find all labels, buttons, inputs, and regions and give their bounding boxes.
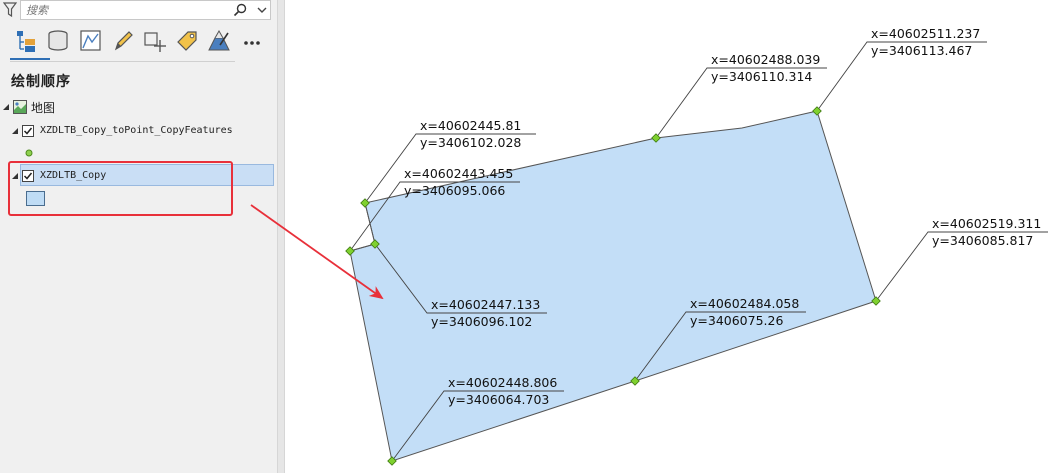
checkmark-icon xyxy=(23,127,33,135)
coord-label-x: x=40602448.806 xyxy=(448,375,557,390)
vertex-marker xyxy=(651,133,661,143)
layer-name: XZDLTB_Copy_toPoint_CopyFeatures xyxy=(40,125,233,136)
coord-label-y: y=3406085.817 xyxy=(932,233,1033,248)
coord-label-x: x=40602484.058 xyxy=(690,296,799,311)
search-icon[interactable] xyxy=(233,3,247,17)
coord-label-y: y=3406102.028 xyxy=(420,135,521,150)
vertex-marker xyxy=(812,106,822,116)
coordinate-labels: x=40602511.237 y=3406113.467 x=40602488.… xyxy=(404,26,1041,407)
active-tool-indicator xyxy=(10,58,50,60)
filter-icon[interactable] xyxy=(3,1,17,19)
coord-label-y: y=3406064.703 xyxy=(448,392,549,407)
list-by-selection-icon[interactable] xyxy=(78,28,104,54)
tree-item-map[interactable]: 地图 xyxy=(0,96,270,118)
label-leaders xyxy=(349,41,1048,462)
checkmark-icon xyxy=(23,172,33,180)
coord-label-y: y=3406095.066 xyxy=(404,183,505,198)
list-by-drawing-order-icon[interactable] xyxy=(14,28,40,54)
layer-visibility-checkbox[interactable] xyxy=(22,170,34,182)
coord-label-x: x=40602519.311 xyxy=(932,216,1041,231)
coord-label-y: y=3406113.467 xyxy=(871,43,972,58)
collapse-arrow-icon[interactable] xyxy=(11,172,19,180)
pane-splitter[interactable] xyxy=(277,0,285,473)
vertex-marker xyxy=(871,296,881,306)
search-box xyxy=(20,0,271,20)
highlight-annotation-box xyxy=(8,161,233,216)
more-icon[interactable] xyxy=(239,28,265,54)
toolbar-divider xyxy=(10,61,235,62)
layer-row-polygons[interactable]: XZDLTB_Copy xyxy=(0,164,274,186)
layer-row-points[interactable]: XZDLTB_Copy_toPoint_CopyFeatures xyxy=(0,120,270,142)
search-input[interactable] xyxy=(26,1,216,19)
coord-label-y: y=3406096.102 xyxy=(431,314,532,329)
map-icon xyxy=(13,100,27,114)
coord-label-x: x=40602445.81 xyxy=(420,118,521,133)
layer-visibility-checkbox[interactable] xyxy=(22,125,34,137)
point-symbol-icon[interactable] xyxy=(24,148,34,158)
list-by-snapping-icon[interactable] xyxy=(142,28,168,54)
selected-polygon[interactable] xyxy=(349,110,877,462)
contents-toolbar xyxy=(10,28,270,58)
search-row xyxy=(0,0,277,22)
collapse-arrow-icon[interactable] xyxy=(2,103,10,111)
map-label: 地图 xyxy=(31,101,56,115)
drawing-order-title: 绘制顺序 xyxy=(11,74,71,90)
map-view[interactable]: x=40602511.237 y=3406113.467 x=40602488.… xyxy=(286,0,1060,473)
coord-label-x: x=40602447.133 xyxy=(431,297,540,312)
vertex-marker xyxy=(387,456,397,466)
collapse-arrow-icon[interactable] xyxy=(11,127,19,135)
coord-label-x: x=40602443.455 xyxy=(404,166,513,181)
list-by-perspective-icon[interactable] xyxy=(206,28,232,54)
vertex-marker xyxy=(630,376,640,386)
layer-row-selection xyxy=(20,164,274,186)
coord-label-y: y=3406110.314 xyxy=(711,69,812,84)
coord-label-y: y=3406075.26 xyxy=(690,313,783,328)
polygon-symbol-icon[interactable] xyxy=(26,191,45,206)
list-by-data-source-icon[interactable] xyxy=(45,28,71,54)
list-by-editing-icon[interactable] xyxy=(110,28,136,54)
chevron-down-icon[interactable] xyxy=(256,5,268,15)
coord-label-x: x=40602511.237 xyxy=(871,26,980,41)
coord-label-x: x=40602488.039 xyxy=(711,52,820,67)
contents-pane: 绘制顺序 地图 XZDLTB_Copy_toPoint_CopyFeatures xyxy=(0,0,277,473)
list-by-labeling-icon[interactable] xyxy=(174,28,200,54)
layer-name: XZDLTB_Copy xyxy=(40,170,107,181)
